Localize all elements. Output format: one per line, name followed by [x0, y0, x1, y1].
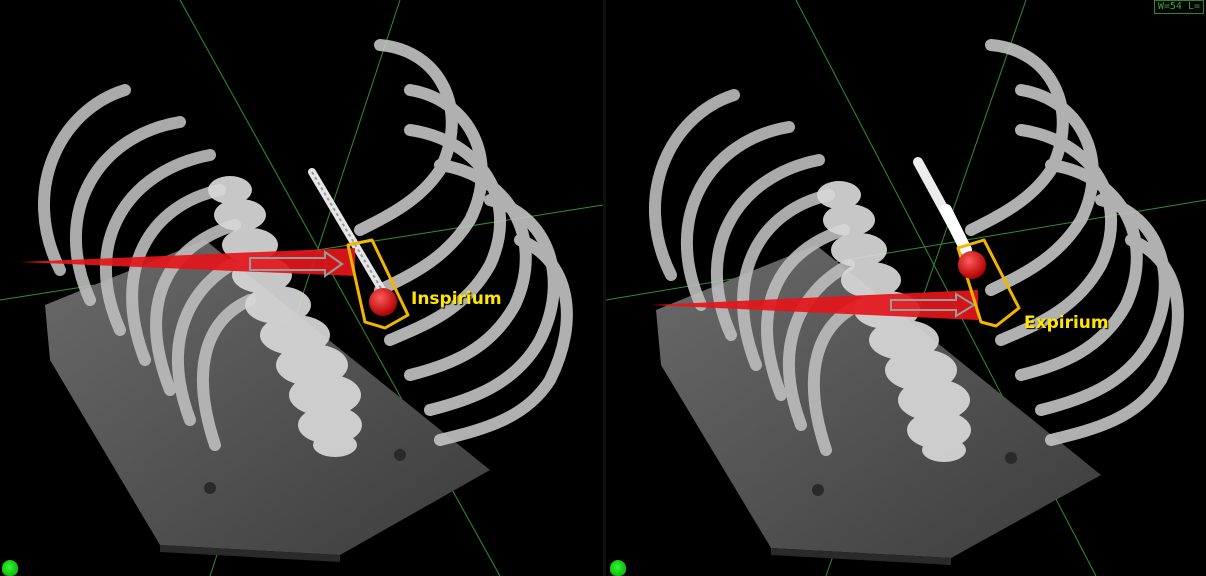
phase-label-inspirium: Inspirium [411, 289, 502, 309]
volume-render-expirium [606, 0, 1206, 576]
green-head-orientation-icon[interactable] [610, 560, 626, 576]
window-level-readout: W=54 L= [1154, 0, 1204, 14]
green-head-orientation-icon[interactable] [2, 560, 18, 576]
ribs-right-side [971, 45, 1178, 440]
red-sphere-marker-icon [958, 251, 986, 279]
viewport-expirium[interactable]: Expirium W=54 L= [606, 0, 1206, 576]
red-sphere-marker-icon [369, 288, 397, 316]
phase-label-expirium: Expirium [1024, 313, 1109, 333]
volume-render-inspirium [0, 0, 603, 576]
viewport-inspirium[interactable]: Inspirium [0, 0, 603, 576]
needle-icon [918, 162, 966, 250]
